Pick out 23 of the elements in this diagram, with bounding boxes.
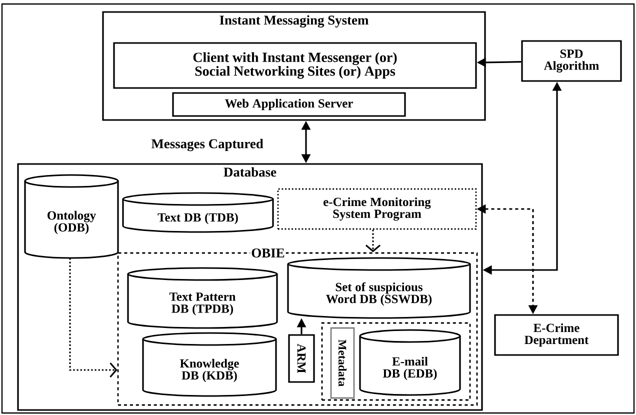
arrow — [365, 230, 381, 252]
edge-label: Messages Captured — [150, 138, 264, 152]
database-cylinder: Knowledge DB (KDB) — [142, 332, 277, 397]
client-box: Client with Instant Messenger (or) Social Networking Sites (or) Apps — [113, 42, 477, 89]
arrow — [69, 258, 118, 378]
database-cylinder: Text DB (TDB) — [122, 192, 274, 233]
node-label: Set of suspicious Word DB (SSWDB) — [326, 282, 432, 306]
database-cylinder: Set of suspicious Word DB (SSWDB) — [287, 257, 471, 319]
node-label: E-mail DB (EDB) — [382, 356, 437, 380]
database-cylinder: E-mail DB (EDB) — [359, 329, 461, 396]
database-cylinder: Text Pattern DB (TPDB) — [127, 267, 278, 329]
metadata-box: Metadata — [330, 327, 355, 399]
node-label: Ontology (ODB) — [48, 210, 96, 234]
algorithm-box: SPD Algorithm — [521, 40, 622, 82]
program-box: e-Crime Monitoring System Program — [277, 188, 477, 230]
node-label: Text Pattern DB (TPDB) — [169, 292, 236, 316]
arm-box: ARM — [288, 334, 315, 383]
node-label: Knowledge DB (KDB) — [180, 358, 239, 382]
server-box: Web Application Server — [172, 92, 406, 117]
database-cylinder: Ontology (ODB) — [24, 174, 119, 259]
metadata-group-box — [321, 322, 471, 401]
department-box: E-Crime Department — [494, 314, 619, 356]
node-label: Text DB (TDB) — [158, 212, 238, 224]
